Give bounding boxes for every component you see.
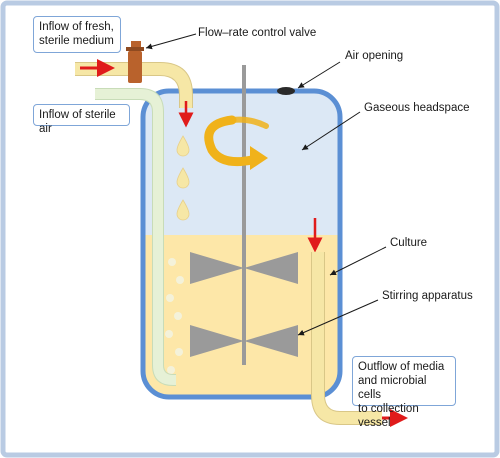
sterile-air-tube — [95, 88, 179, 386]
air-opening-label: Air opening — [345, 50, 403, 62]
headspace-label: Gaseous headspace — [364, 102, 470, 114]
inflow-medium-label-box: Inflow of fresh, sterile medium — [33, 16, 121, 53]
stirring-apparatus — [190, 65, 298, 365]
outflow-label-line1: Outflow of media — [358, 361, 445, 373]
air-opening — [277, 87, 295, 95]
air-bubbles — [165, 258, 184, 374]
valve-leader — [145, 33, 197, 50]
inflow-medium-label-line2: sterile medium — [39, 35, 114, 47]
outflow-label-line2: and microbial cells — [358, 375, 427, 401]
outflow-label-box: Outflow of media and microbial cells to … — [352, 356, 456, 429]
culture-leader — [329, 246, 387, 276]
outflow-tube — [311, 252, 382, 425]
inflow-air-label: Inflow of sterile air — [39, 109, 116, 135]
flow-rate-control-valve — [126, 41, 144, 83]
medium-inflow-tube — [75, 62, 193, 108]
outflow-label-line3: to collection vessel — [358, 403, 419, 429]
headspace-leader — [301, 111, 361, 151]
rotation-swirl-icon — [204, 115, 269, 170]
inflow-medium-label-line1: Inflow of fresh, — [39, 21, 114, 33]
medium-drops — [176, 135, 190, 221]
stirring-label: Stirring apparatus — [382, 290, 473, 302]
stirring-leader — [297, 299, 379, 336]
air-opening-leader — [297, 61, 341, 89]
culture-label: Culture — [390, 237, 427, 249]
valve-label: Flow–rate control valve — [198, 27, 316, 39]
inflow-air-label-box: Inflow of sterile air — [33, 104, 130, 135]
fermentation-vessel — [140, 88, 343, 400]
